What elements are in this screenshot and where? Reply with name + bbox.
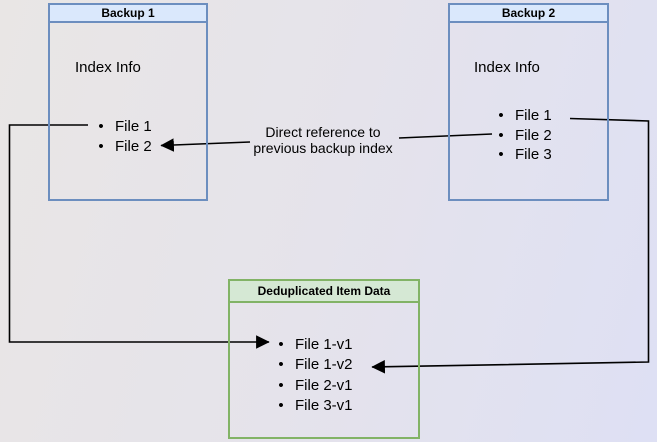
- list-item-label: File 1-v2: [295, 356, 353, 374]
- bullet-icon: •: [278, 376, 284, 394]
- bullet-icon: •: [278, 356, 284, 374]
- list-item: • File 3-v1: [274, 396, 353, 417]
- list-item: • File 2-v1: [274, 375, 353, 396]
- backup2-file-list: • File 1 • File 2 • File 3: [494, 106, 552, 165]
- dedup-file-list: • File 1-v1 • File 1-v2 • File 2-v1 • Fi…: [274, 334, 353, 417]
- dedup-node: Deduplicated Item Data • File 1-v1 • Fil…: [228, 279, 420, 439]
- bullet-icon: •: [278, 397, 284, 415]
- backup1-node: Backup 1 Index Info • File 1 • File 2: [48, 3, 208, 201]
- list-item: • File 3: [494, 145, 552, 165]
- bullet-icon: •: [498, 126, 504, 144]
- list-item-label: File 2: [115, 137, 152, 155]
- list-item: • File 2: [494, 126, 552, 146]
- list-item-label: File 3: [515, 146, 552, 164]
- bullet-icon: •: [498, 146, 504, 164]
- backup2-index-info-label: Index Info: [474, 59, 540, 76]
- bullet-icon: •: [278, 335, 284, 353]
- direct-reference-label-line1: Direct reference to: [265, 124, 381, 140]
- list-item-label: File 1: [515, 107, 552, 125]
- list-item: • File 1-v1: [274, 334, 353, 355]
- list-item-label: File 2: [515, 126, 552, 144]
- list-item-label: File 2-v1: [295, 376, 353, 394]
- list-item-label: File 1: [115, 117, 152, 135]
- backup2-node: Backup 2 Index Info • File 1 • File 2 • …: [448, 3, 609, 201]
- backup2-title: Backup 2: [450, 5, 607, 23]
- bullet-icon: •: [98, 137, 104, 155]
- list-item: • File 1: [494, 106, 552, 126]
- dedup-title: Deduplicated Item Data: [230, 281, 418, 303]
- list-item: • File 2: [94, 136, 152, 156]
- backup1-index-info-label: Index Info: [75, 59, 141, 76]
- list-item-label: File 3-v1: [295, 397, 353, 415]
- bullet-icon: •: [498, 107, 504, 125]
- direct-reference-label: Direct reference to previous backup inde…: [242, 124, 404, 156]
- bullet-icon: •: [98, 117, 104, 135]
- backup1-file-list: • File 1 • File 2: [94, 116, 152, 156]
- direct-reference-label-line2: previous backup index: [253, 140, 393, 156]
- list-item: • File 1: [94, 116, 152, 136]
- list-item: • File 1-v2: [274, 355, 353, 376]
- backup1-title: Backup 1: [50, 5, 206, 23]
- list-item-label: File 1-v1: [295, 335, 353, 353]
